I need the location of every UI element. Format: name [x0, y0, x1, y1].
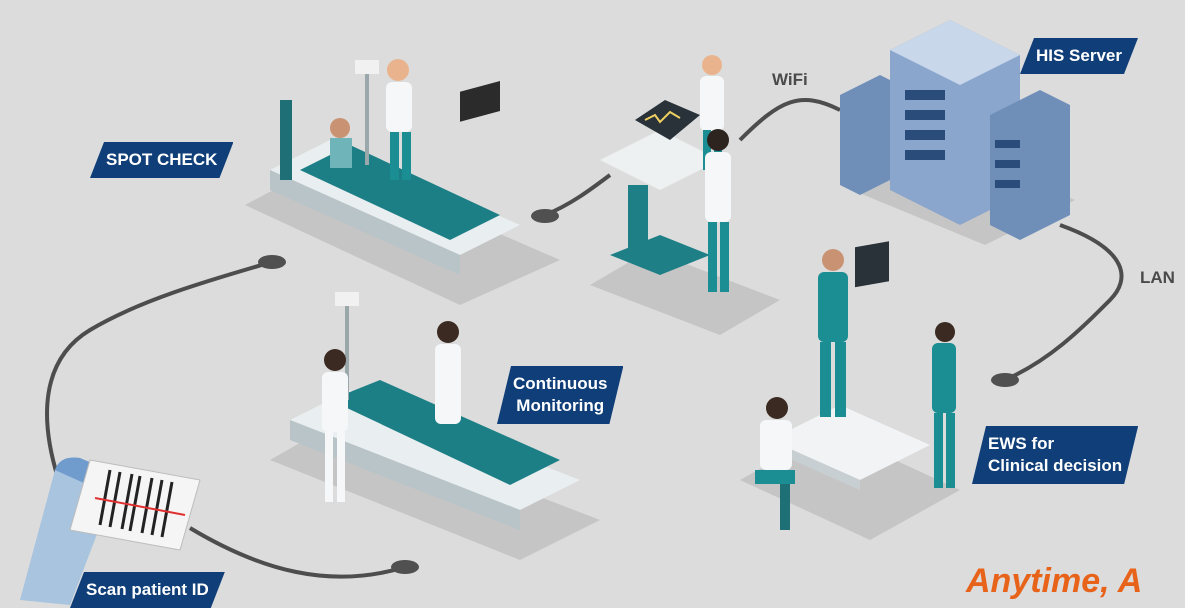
- ews-label: EWS for Clinical decision: [972, 426, 1138, 484]
- nurse-figure-workstation: [932, 322, 956, 488]
- his-servers: [840, 20, 1070, 240]
- wifi-label: WiFi: [772, 70, 808, 89]
- continuous-monitoring-line-1: Continuous: [513, 374, 608, 393]
- tagline-text: Anytime, A: [966, 562, 1143, 600]
- scan-patient-id-label: Scan patient ID: [70, 572, 225, 608]
- clinician-figure-monitor: [705, 129, 731, 292]
- continuous-monitoring-line-2: Monitoring: [516, 396, 605, 415]
- patient-id-wristband: [69, 459, 201, 551]
- cable-scanner-to-bed: [188, 526, 406, 579]
- cable-nodes: [258, 209, 1019, 574]
- monitor-cart: [600, 100, 720, 275]
- nurse-figure-continuous-2: [435, 321, 461, 424]
- nurse-figure-continuous-1: [322, 349, 348, 502]
- ews-line-1: EWS for: [988, 434, 1055, 453]
- clinical-workstation: [770, 241, 930, 530]
- patient-figure-spot-check: [330, 118, 352, 168]
- nurse-figure-spot-check: [386, 59, 412, 180]
- spot-check-bed: [270, 60, 520, 275]
- cable-bed-to-monitor: [544, 173, 612, 217]
- doctor-figure-standing: [818, 249, 848, 417]
- spot-check-label: SPOT CHECK: [90, 142, 233, 178]
- continuous-monitoring-bed: [290, 292, 580, 530]
- lan-label: LAN: [1140, 268, 1175, 287]
- continuous-monitoring-label: Continuous Monitoring: [497, 366, 623, 424]
- cable-server-to-workstation: [1004, 223, 1124, 382]
- doctor-figure-seated: [755, 397, 795, 484]
- cable-monitor-to-server: [738, 98, 841, 142]
- his-server-label: HIS Server: [1020, 38, 1138, 74]
- cable-scanner-loop: [45, 260, 273, 479]
- ews-line-2: Clinical decision: [988, 456, 1123, 475]
